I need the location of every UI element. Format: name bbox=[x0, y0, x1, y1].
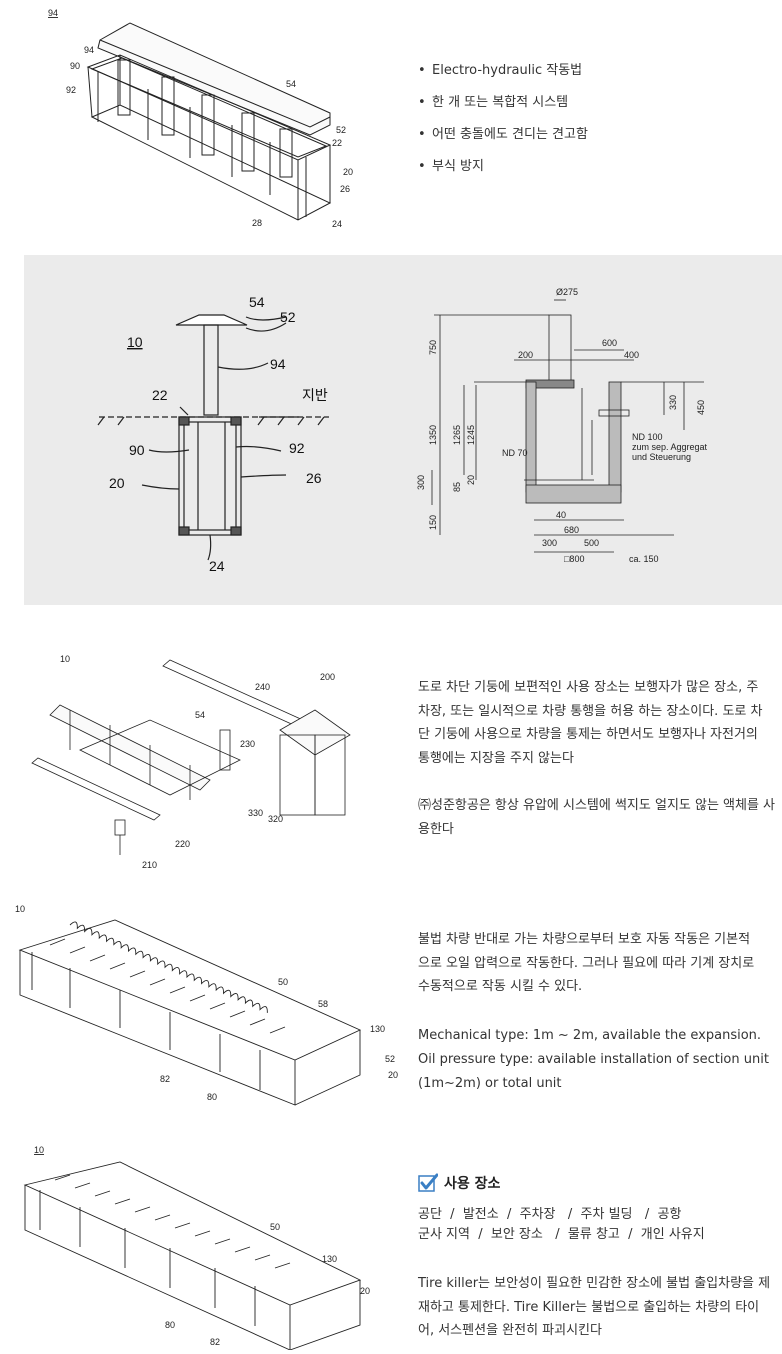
svg-text:□800: □800 bbox=[564, 554, 584, 564]
svg-text:200: 200 bbox=[320, 672, 335, 682]
svg-text:80: 80 bbox=[207, 1092, 217, 1102]
svg-text:ND 70: ND 70 bbox=[502, 448, 528, 458]
tire-killer-description: Tire killer는 보안성이 필요한 민감한 장소에 불법 출입차량을 제… bbox=[418, 1276, 771, 1338]
fluid-paragraph: ㈜성준항공은 항상 유압에 시스템에 썩지도 얼지도 않는 액체를 사용한다 bbox=[418, 798, 776, 837]
svg-text:52: 52 bbox=[385, 1054, 395, 1064]
usage-paragraph: 도로 차단 기둥에 보편적인 사용 장소는 보행자가 많은 장소, 주차장, 또… bbox=[418, 680, 763, 766]
svg-text:24: 24 bbox=[209, 558, 225, 574]
svg-text:94: 94 bbox=[270, 356, 286, 372]
places-line-1: 공단 / 발전소 / 주차장 / 주차 빌딩 / 공항 bbox=[418, 1207, 682, 1222]
svg-text:80: 80 bbox=[165, 1320, 175, 1330]
svg-text:24: 24 bbox=[332, 219, 342, 229]
svg-text:40: 40 bbox=[556, 510, 566, 520]
svg-text:20: 20 bbox=[388, 1070, 398, 1080]
svg-text:ca. 150: ca. 150 bbox=[629, 554, 659, 564]
svg-text:20: 20 bbox=[466, 475, 476, 485]
feature-item: 어떤 충돌에도 견디는 견고함 bbox=[418, 119, 778, 151]
svg-text:52: 52 bbox=[280, 309, 296, 325]
svg-text:54: 54 bbox=[195, 710, 205, 720]
places-line-2: 군사 지역 / 보안 장소 / 물류 창고 / 개인 사유지 bbox=[418, 1227, 705, 1242]
svg-text:54: 54 bbox=[286, 79, 296, 89]
svg-text:20: 20 bbox=[360, 1286, 370, 1296]
svg-text:240: 240 bbox=[255, 682, 270, 692]
svg-text:400: 400 bbox=[624, 350, 639, 360]
svg-text:130: 130 bbox=[370, 1024, 385, 1034]
operation-paragraph-ko: 불법 차량 반대로 가는 차량으로부터 보호 자동 작동은 기본적으로 오일 압… bbox=[418, 932, 755, 994]
places-header: 사용 장소 bbox=[418, 1173, 500, 1193]
svg-text:1245: 1245 bbox=[466, 425, 476, 445]
svg-text:1350: 1350 bbox=[428, 425, 438, 445]
svg-text:ND 100: ND 100 bbox=[632, 432, 663, 442]
tire-killer-frame-drawing-1: 10 50 58 130 52 20 82 80 bbox=[15, 904, 398, 1106]
svg-text:330: 330 bbox=[668, 395, 678, 410]
svg-text:52: 52 bbox=[336, 125, 346, 135]
svg-text:Ø275: Ø275 bbox=[556, 287, 578, 297]
svg-text:130: 130 bbox=[322, 1254, 337, 1264]
technical-drawings-panel: 10 54 52 94 22 지반 90 92 20 26 24 bbox=[24, 255, 782, 605]
svg-text:50: 50 bbox=[278, 977, 288, 987]
svg-text:220: 220 bbox=[175, 839, 190, 849]
svg-text:54: 54 bbox=[249, 294, 265, 310]
svg-text:und Steuerung: und Steuerung bbox=[632, 452, 691, 462]
svg-text:85: 85 bbox=[452, 482, 462, 492]
svg-text:10: 10 bbox=[15, 904, 25, 914]
svg-text:82: 82 bbox=[210, 1337, 220, 1347]
svg-text:200: 200 bbox=[518, 350, 533, 360]
svg-text:10: 10 bbox=[34, 1145, 44, 1155]
svg-text:680: 680 bbox=[564, 525, 579, 535]
svg-text:600: 600 bbox=[602, 338, 617, 348]
svg-text:1265: 1265 bbox=[452, 425, 462, 445]
svg-text:90: 90 bbox=[70, 61, 80, 71]
svg-text:82: 82 bbox=[160, 1074, 170, 1084]
svg-text:50: 50 bbox=[270, 1222, 280, 1232]
places-title: 사용 장소 bbox=[444, 1176, 501, 1192]
svg-text:300: 300 bbox=[416, 475, 426, 490]
svg-text:26: 26 bbox=[306, 470, 322, 486]
svg-text:330: 330 bbox=[248, 808, 263, 818]
bollard-section-drawing: 10 54 52 94 22 지반 90 92 20 26 24 bbox=[97, 294, 329, 574]
svg-text:20: 20 bbox=[109, 475, 125, 491]
svg-text:10: 10 bbox=[60, 654, 70, 664]
figure-number: 94 bbox=[48, 8, 58, 18]
svg-text:94: 94 bbox=[84, 45, 94, 55]
dimension-drawing: Ø275 750 600 200 400 330 450 1350 1265 1… bbox=[416, 287, 708, 564]
feature-item: 한 개 또는 복합적 시스템 bbox=[418, 87, 778, 119]
svg-text:210: 210 bbox=[142, 860, 157, 870]
features-list: Electro-hydraulic 작동법 한 개 또는 복합적 시스템 어떤 … bbox=[418, 55, 778, 183]
svg-text:지반: 지반 bbox=[302, 387, 328, 403]
svg-text:20: 20 bbox=[343, 167, 353, 177]
tire-killer-frame-drawing-2: 10 50 130 20 80 82 bbox=[23, 1145, 370, 1350]
svg-text:26: 26 bbox=[340, 184, 350, 194]
svg-text:zum sep. Aggregat: zum sep. Aggregat bbox=[632, 442, 708, 452]
svg-text:22: 22 bbox=[332, 138, 342, 148]
operation-paragraph-en-1: Mechanical type: 1m ~ 2m, available the … bbox=[418, 1028, 762, 1043]
feature-item: 부식 방지 bbox=[418, 151, 778, 183]
operation-paragraph-en-2: Oil pressure type: available installatio… bbox=[418, 1052, 769, 1091]
checkmark-icon bbox=[418, 1173, 438, 1192]
svg-text:320: 320 bbox=[268, 814, 283, 824]
svg-text:450: 450 bbox=[696, 400, 706, 415]
svg-text:10: 10 bbox=[127, 334, 143, 350]
svg-text:230: 230 bbox=[240, 739, 255, 749]
svg-text:90: 90 bbox=[129, 442, 145, 458]
svg-text:92: 92 bbox=[66, 85, 76, 95]
bollard-frame-drawing: 94 94 90 92 54 52 22 20 26 28 24 bbox=[48, 8, 353, 229]
svg-text:300: 300 bbox=[542, 538, 557, 548]
svg-text:22: 22 bbox=[152, 387, 168, 403]
svg-text:28: 28 bbox=[252, 218, 262, 228]
svg-text:58: 58 bbox=[318, 999, 328, 1009]
svg-text:750: 750 bbox=[428, 340, 438, 355]
system-layout-drawing: 10 240 200 54 230 330 320 220 210 bbox=[31, 654, 351, 870]
svg-text:92: 92 bbox=[289, 440, 305, 456]
svg-text:150: 150 bbox=[428, 515, 438, 530]
svg-text:500: 500 bbox=[584, 538, 599, 548]
feature-item: Electro-hydraulic 작동법 bbox=[418, 55, 778, 87]
